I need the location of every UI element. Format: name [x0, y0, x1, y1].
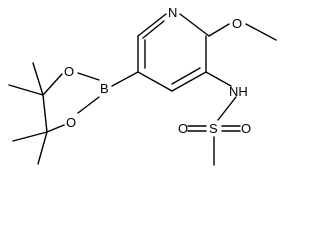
- bond-n-c6: [137, 13, 167, 37]
- bond-n-c6-inner: [142, 20, 165, 39]
- bond-o-upper-c: [42, 73, 63, 96]
- bond-methyl-2: [32, 62, 44, 96]
- atom-sulfonyl-s: S: [209, 121, 218, 136]
- bond-c4-c3: [171, 71, 207, 92]
- dioxaborolane-ring: [42, 72, 100, 133]
- bond-o-lower-c: [46, 124, 65, 133]
- atom-pyridine-n: N: [168, 5, 177, 20]
- atom-boron: B: [100, 81, 109, 96]
- atom-sulfonyl-o-left: O: [178, 121, 188, 136]
- atom-ring-o-lower: O: [66, 115, 76, 130]
- atom-sulfonyl-o-right: O: [241, 121, 251, 136]
- bond-b-o-lower: [77, 96, 100, 114]
- atom-amide-nh: NH: [229, 84, 248, 99]
- bond-c5-b: [111, 71, 139, 87]
- bond-methyl-1: [8, 84, 44, 96]
- pyridine-ring: [137, 13, 210, 92]
- bond-b-o-upper: [77, 72, 100, 81]
- bond-c2-o: [208, 23, 230, 37]
- bond-n-c2: [179, 13, 210, 37]
- bond-methyl-3: [12, 131, 48, 142]
- atom-ring-o-upper: O: [64, 64, 74, 79]
- bond-o-ch3: [245, 23, 277, 41]
- atom-methoxy-o: O: [232, 16, 242, 31]
- bond-c3-nh: [205, 71, 232, 87]
- bond-c4-c3-inner: [171, 67, 201, 85]
- molecule-structure: N O B O O NH S O O: [8, 5, 277, 166]
- bond-nh-s: [217, 96, 237, 121]
- bond-methyl-4: [37, 131, 48, 165]
- bond-c5-c4: [137, 71, 173, 92]
- bond-c-c-ring: [42, 94, 48, 133]
